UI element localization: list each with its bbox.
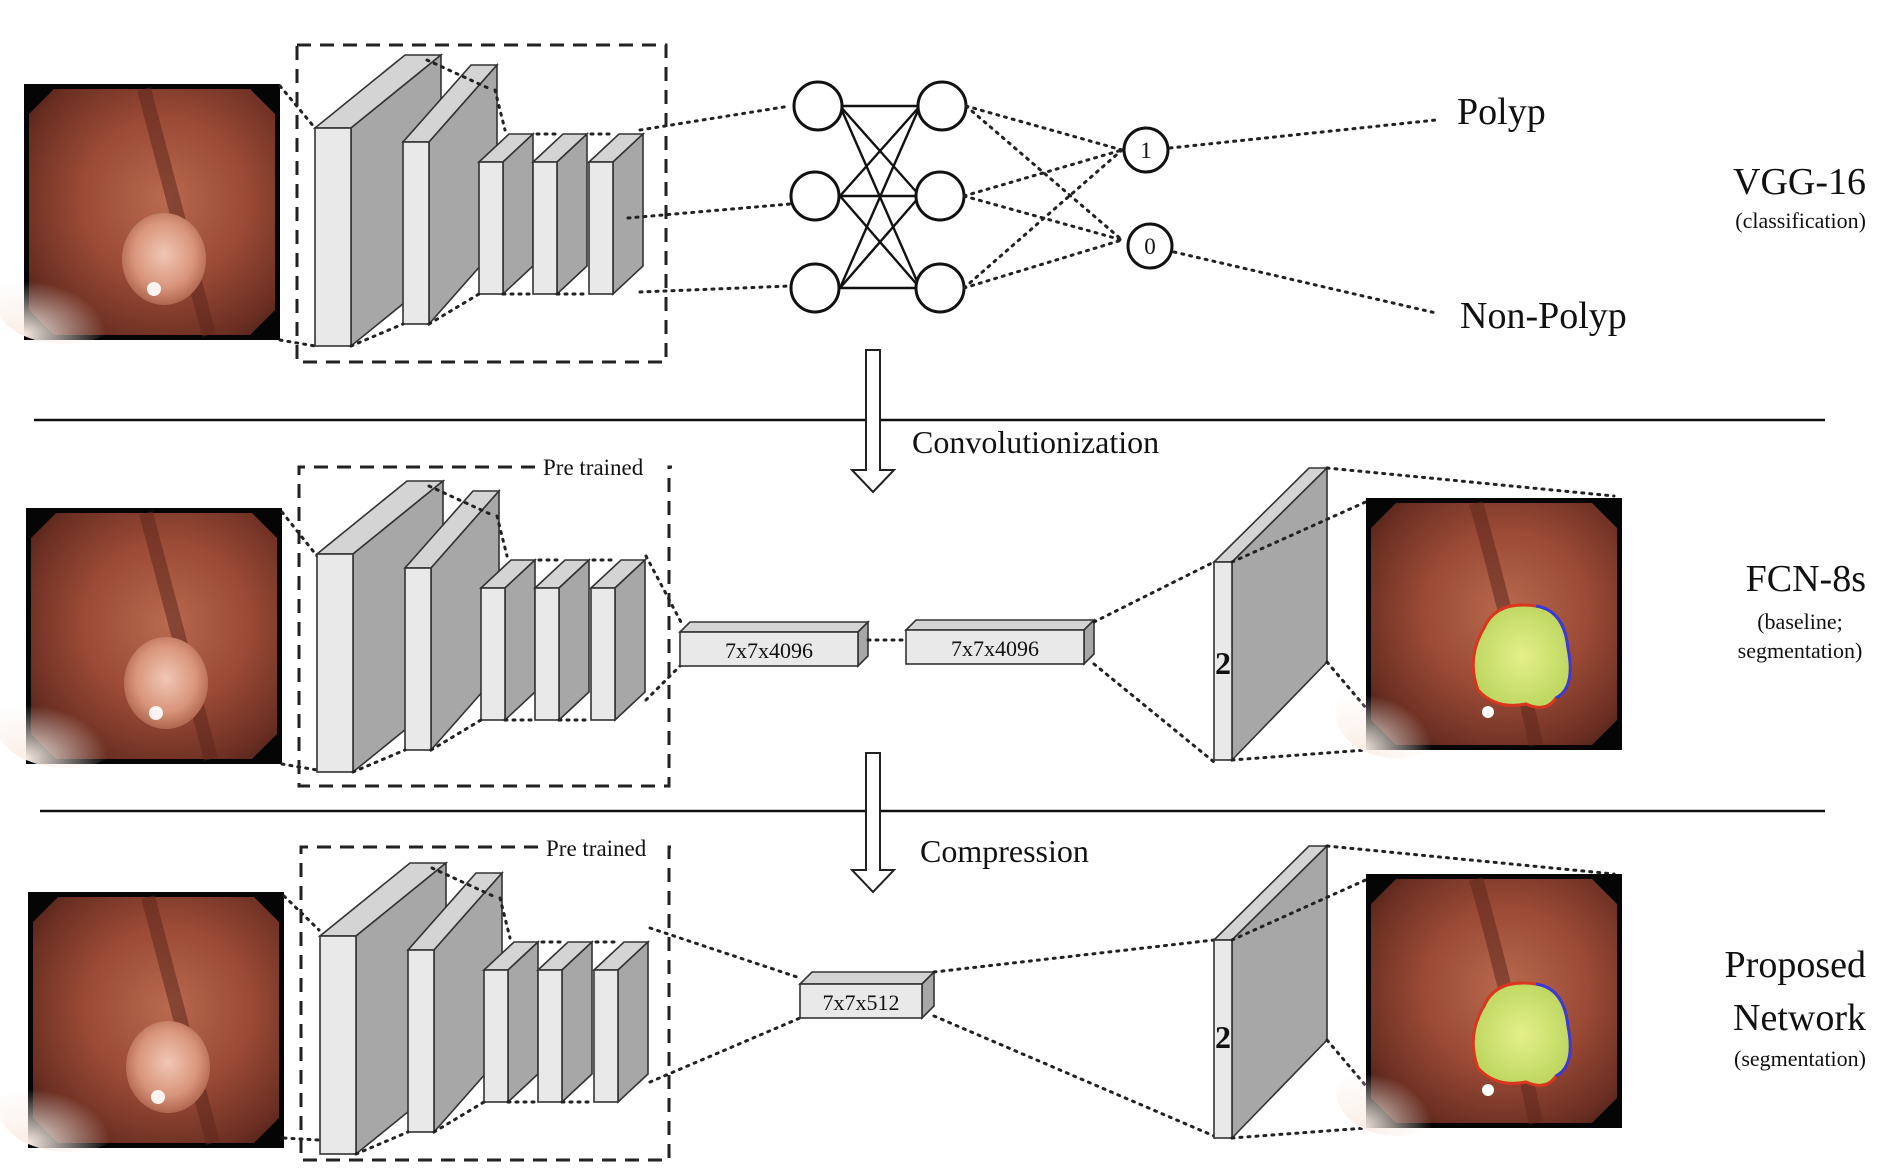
- fully-connected-layers: [789, 80, 968, 314]
- fc2-neuron: [914, 262, 966, 314]
- block-connector: [495, 514, 509, 558]
- tensor-box-a: [678, 620, 870, 668]
- vgg16-title: VGG-16: [1733, 161, 1866, 203]
- output-node-one: [1122, 126, 1170, 174]
- tensor-b-label: 7x7x4096: [951, 636, 1039, 661]
- convolutionization-label: Convolutionization: [912, 424, 1159, 460]
- input-endoscopy-image: [0, 508, 282, 768]
- output-feature-map: [1212, 844, 1329, 1140]
- down-arrow-compression: [849, 752, 897, 894]
- block-connector: [429, 718, 483, 752]
- output-channels-label: 2: [1215, 1019, 1231, 1055]
- segmentation-output-image: [1336, 874, 1622, 1136]
- block-connector: [349, 322, 405, 348]
- proposed-network-row: Pre trained 7x7x512 2: [0, 836, 1866, 1162]
- input-endoscopy-image: [0, 84, 280, 344]
- output-node-one-label: 1: [1140, 138, 1152, 163]
- input-endoscopy-image: [0, 892, 284, 1152]
- block-connector: [427, 484, 492, 516]
- fc2-neuron: [914, 170, 966, 222]
- tensor-box-b: [904, 618, 1096, 666]
- fc1-neuron: [789, 262, 841, 314]
- encoder-dashed-box: [299, 845, 672, 1162]
- block-connector: [427, 292, 481, 326]
- block-connector: [351, 748, 407, 774]
- fc1-neuron: [792, 80, 844, 132]
- conv-block: [588, 558, 648, 722]
- proposed-subtitle: (segmentation): [1734, 1046, 1866, 1071]
- fc1-neuron: [789, 170, 841, 222]
- proposed-title-line2: Network: [1733, 997, 1866, 1039]
- output-channels-label: 2: [1215, 645, 1231, 681]
- fcn8s-title: FCN-8s: [1746, 558, 1866, 600]
- proposed-title-line1: Proposed: [1725, 944, 1866, 986]
- output-node-zero-label: 0: [1144, 234, 1156, 259]
- polyp-label: Polyp: [1457, 91, 1546, 133]
- compression-label: Compression: [920, 833, 1089, 869]
- fcn8s-subtitle-line2: segmentation): [1738, 638, 1863, 663]
- block-connector: [354, 1130, 410, 1156]
- block-connector: [498, 896, 512, 940]
- tensor-a-label: 7x7x4096: [725, 638, 813, 663]
- block-connector: [493, 88, 507, 132]
- compressed-tensor-label: 7x7x512: [823, 990, 900, 1015]
- block-connector: [425, 58, 490, 90]
- conv-blocks: [317, 861, 651, 1156]
- non-polyp-label: Non-Polyp: [1460, 295, 1627, 337]
- vgg16-subtitle: (classification): [1735, 208, 1866, 233]
- conv-block: [481, 940, 541, 1104]
- output-feature-map: [1212, 466, 1329, 762]
- fcn8s-subtitle-line1: (baseline;: [1757, 609, 1843, 634]
- down-arrow-convolutionization: [849, 349, 897, 494]
- pretrained-label: Pre trained: [546, 836, 647, 861]
- vgg16-row: 1 0 Polyp Non-Polyp VGG-16 (classificati…: [0, 43, 1866, 364]
- fc2-neuron: [916, 80, 968, 132]
- encoder-dashed-box: [297, 465, 672, 788]
- conv-block: [586, 132, 646, 296]
- compressed-tensor-box: [798, 970, 936, 1020]
- block-connector: [432, 1100, 486, 1134]
- fcn8s-row: Pre trained 7x7x4096 7x7x4096 2: [0, 455, 1866, 788]
- pretrained-label: Pre trained: [543, 455, 644, 480]
- conv-block: [535, 940, 595, 1104]
- segmentation-output-image: [1336, 498, 1622, 758]
- conv-block: [532, 558, 592, 722]
- output-node-zero: [1126, 222, 1174, 270]
- block-connector: [430, 866, 495, 898]
- conv-blocks: [314, 479, 648, 774]
- conv-block: [591, 940, 651, 1104]
- conv-block: [478, 558, 538, 722]
- encoder-dashed-box: [295, 43, 668, 364]
- conv-block: [476, 132, 536, 296]
- conv-block: [530, 132, 590, 296]
- conv-blocks: [312, 53, 646, 348]
